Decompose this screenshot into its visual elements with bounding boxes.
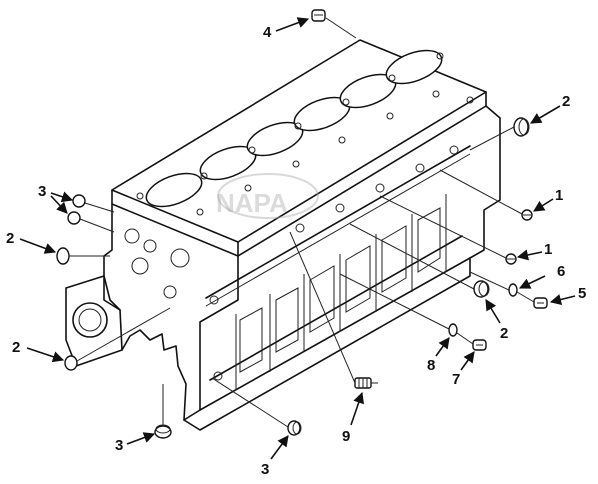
svg-text:2: 2 <box>500 325 508 342</box>
fitting-part-9 <box>354 377 378 389</box>
callout-6: 6 <box>518 263 565 289</box>
callout-2-left-mid: 2 <box>6 230 57 254</box>
callouts: 4 2 1 1 6 5 2 <box>6 17 586 478</box>
cup-plug-part-2-left-low <box>64 355 78 371</box>
svg-text:1: 1 <box>555 187 563 204</box>
cup-plug-part-2-left-mid <box>56 247 70 265</box>
svg-text:2: 2 <box>562 93 570 110</box>
cup-plug-part-2-right-top <box>513 117 530 137</box>
callout-1-lower: 1 <box>516 241 552 261</box>
svg-text:3: 3 <box>38 183 46 200</box>
svg-text:6: 6 <box>557 263 565 280</box>
svg-text:3: 3 <box>261 461 269 478</box>
callout-3-bottom: 3 <box>261 435 289 478</box>
cup-plug-part-2-right-mid <box>473 280 490 298</box>
plug-part-7 <box>472 339 487 351</box>
svg-text:8: 8 <box>427 357 435 374</box>
callout-2-left-low: 2 <box>12 339 65 363</box>
cup-plug-part-3-bottom <box>287 420 302 436</box>
plug-part-1-upper <box>521 209 533 221</box>
washer-part-6 <box>508 283 518 297</box>
brand-logo-watermark: NAPA <box>216 173 319 219</box>
callout-3-bottom-left: 3 <box>115 432 156 454</box>
callout-2-right-mid: 2 <box>485 299 508 342</box>
svg-text:2: 2 <box>12 339 20 356</box>
washer-part-8 <box>448 323 458 337</box>
cylinder-bores <box>136 49 474 216</box>
svg-text:3: 3 <box>115 437 123 454</box>
callout-2-right-top: 2 <box>530 93 570 124</box>
callout-9: 9 <box>342 391 365 445</box>
callout-7: 7 <box>452 351 475 388</box>
svg-text:1: 1 <box>544 241 552 258</box>
callout-1-upper: 1 <box>533 187 563 212</box>
plug-part-5 <box>533 297 548 309</box>
callout-3-left-top: 3 <box>38 183 74 214</box>
loose-parts <box>56 9 548 439</box>
plug-part-1-lower <box>505 253 517 265</box>
svg-text:5: 5 <box>578 285 586 302</box>
svg-text:9: 9 <box>342 428 350 445</box>
callout-4-top: 4 <box>263 17 310 41</box>
callout-8: 8 <box>427 337 450 374</box>
cylinder-block <box>65 39 501 431</box>
svg-text:2: 2 <box>6 230 14 247</box>
cup-plug-part-3-bottom-left <box>154 424 172 439</box>
svg-text:4: 4 <box>263 24 272 41</box>
callout-5: 5 <box>549 285 586 305</box>
leader-lines <box>69 17 535 428</box>
plug-part-4 <box>311 9 326 22</box>
svg-text:NAPA: NAPA <box>216 188 288 218</box>
svg-text:7: 7 <box>452 371 460 388</box>
